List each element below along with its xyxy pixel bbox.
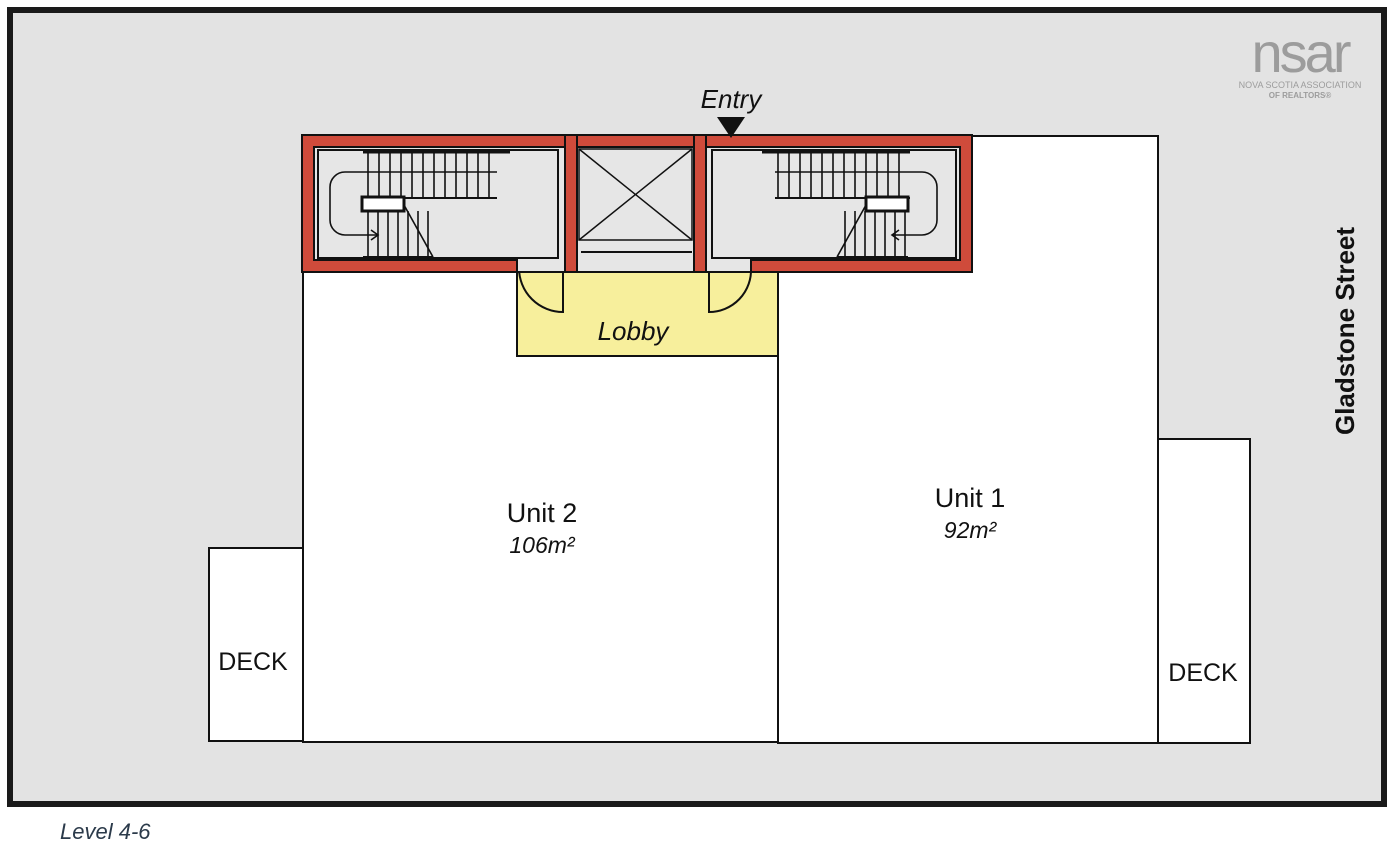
deck-left <box>208 547 304 742</box>
building-core <box>301 134 973 273</box>
lobby-label: Lobby <box>598 316 671 346</box>
logo-mark: nsar <box>1252 21 1351 84</box>
stair-right <box>711 149 957 259</box>
street-label: Gladstone Street <box>1330 227 1360 435</box>
unit-1-name: Unit 1 <box>935 483 1006 513</box>
unit-2-area: 106m² <box>509 532 576 558</box>
unit-2-name: Unit 2 <box>507 498 578 528</box>
stair-left <box>317 149 559 259</box>
deck-left-label: DECK <box>218 648 288 676</box>
entry-label: Entry <box>701 84 764 114</box>
elevator-shaft <box>578 148 693 253</box>
deck-right <box>1157 438 1251 744</box>
unit-1-area: 92m² <box>944 517 998 543</box>
nsar-logo: nsar NOVA SCOTIA ASSOCIATION OF REALTORS… <box>1239 21 1362 100</box>
entry-arrow-icon <box>717 117 745 138</box>
level-caption: Level 4-6 <box>60 819 151 844</box>
logo-line-1: NOVA SCOTIA ASSOCIATION <box>1239 80 1362 90</box>
lobby-doors <box>518 267 753 314</box>
logo-line-2: OF REALTORS® <box>1269 91 1332 100</box>
deck-right-label: DECK <box>1168 659 1238 687</box>
lobby-area <box>516 269 779 357</box>
